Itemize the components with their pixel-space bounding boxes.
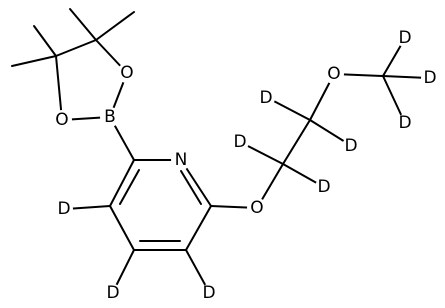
atom-o-ring-1: O xyxy=(120,63,133,83)
bond-c6-c5 xyxy=(185,205,212,251)
bond-c3-d xyxy=(65,205,111,210)
bond-ch2a-ch2b xyxy=(282,119,311,165)
atom-d-ch2-b-2: D xyxy=(344,136,357,156)
atom-d-methyl-1: D xyxy=(398,28,411,48)
bond-c4-c3 xyxy=(109,205,135,251)
bond-c4-d xyxy=(113,249,135,291)
bond-c3-c2-inner xyxy=(119,169,140,205)
atom-labels: O O B N O O D D D D D D D D D D xyxy=(52,28,439,303)
atom-d-ch2-b-1: D xyxy=(259,88,272,108)
bond-methyl-d1 xyxy=(382,39,405,77)
bond-methyl-2 xyxy=(95,11,135,41)
atom-d-ring-1: D xyxy=(57,199,70,219)
bonds xyxy=(11,8,429,291)
bond-c-c-ring xyxy=(55,39,97,57)
bond-o-c-ring-2 xyxy=(55,55,63,121)
atom-d-methyl-2: D xyxy=(423,68,436,88)
atom-d-ch2-a-1: D xyxy=(233,132,246,152)
atom-nitrogen: N xyxy=(175,150,188,170)
atom-boron: B xyxy=(104,107,116,127)
bond-c5-d xyxy=(185,249,209,291)
bond-methyl-1 xyxy=(69,8,97,41)
atom-o-ether-ring: O xyxy=(250,198,263,218)
bond-ch2b-d2 xyxy=(309,119,351,146)
bond-c3-c2 xyxy=(109,159,135,207)
bond-methyl-4 xyxy=(11,55,57,67)
bond-methyl-d2 xyxy=(382,75,429,79)
bond-n-c6-inner xyxy=(180,170,202,205)
atom-d-ring-2: D xyxy=(106,283,119,303)
atom-d-ch2-a-2: D xyxy=(317,177,330,197)
bond-ch2a-d2 xyxy=(282,163,323,187)
atom-d-ring-3: D xyxy=(202,283,215,303)
bond-methyl-d3 xyxy=(382,75,405,122)
bond-ch2b-d1 xyxy=(267,97,311,121)
atom-o-ring-2: O xyxy=(55,110,68,130)
atom-o-ether-chain: O xyxy=(327,64,340,84)
bond-methyl-3 xyxy=(33,25,57,57)
atom-d-methyl-3: D xyxy=(398,113,411,133)
